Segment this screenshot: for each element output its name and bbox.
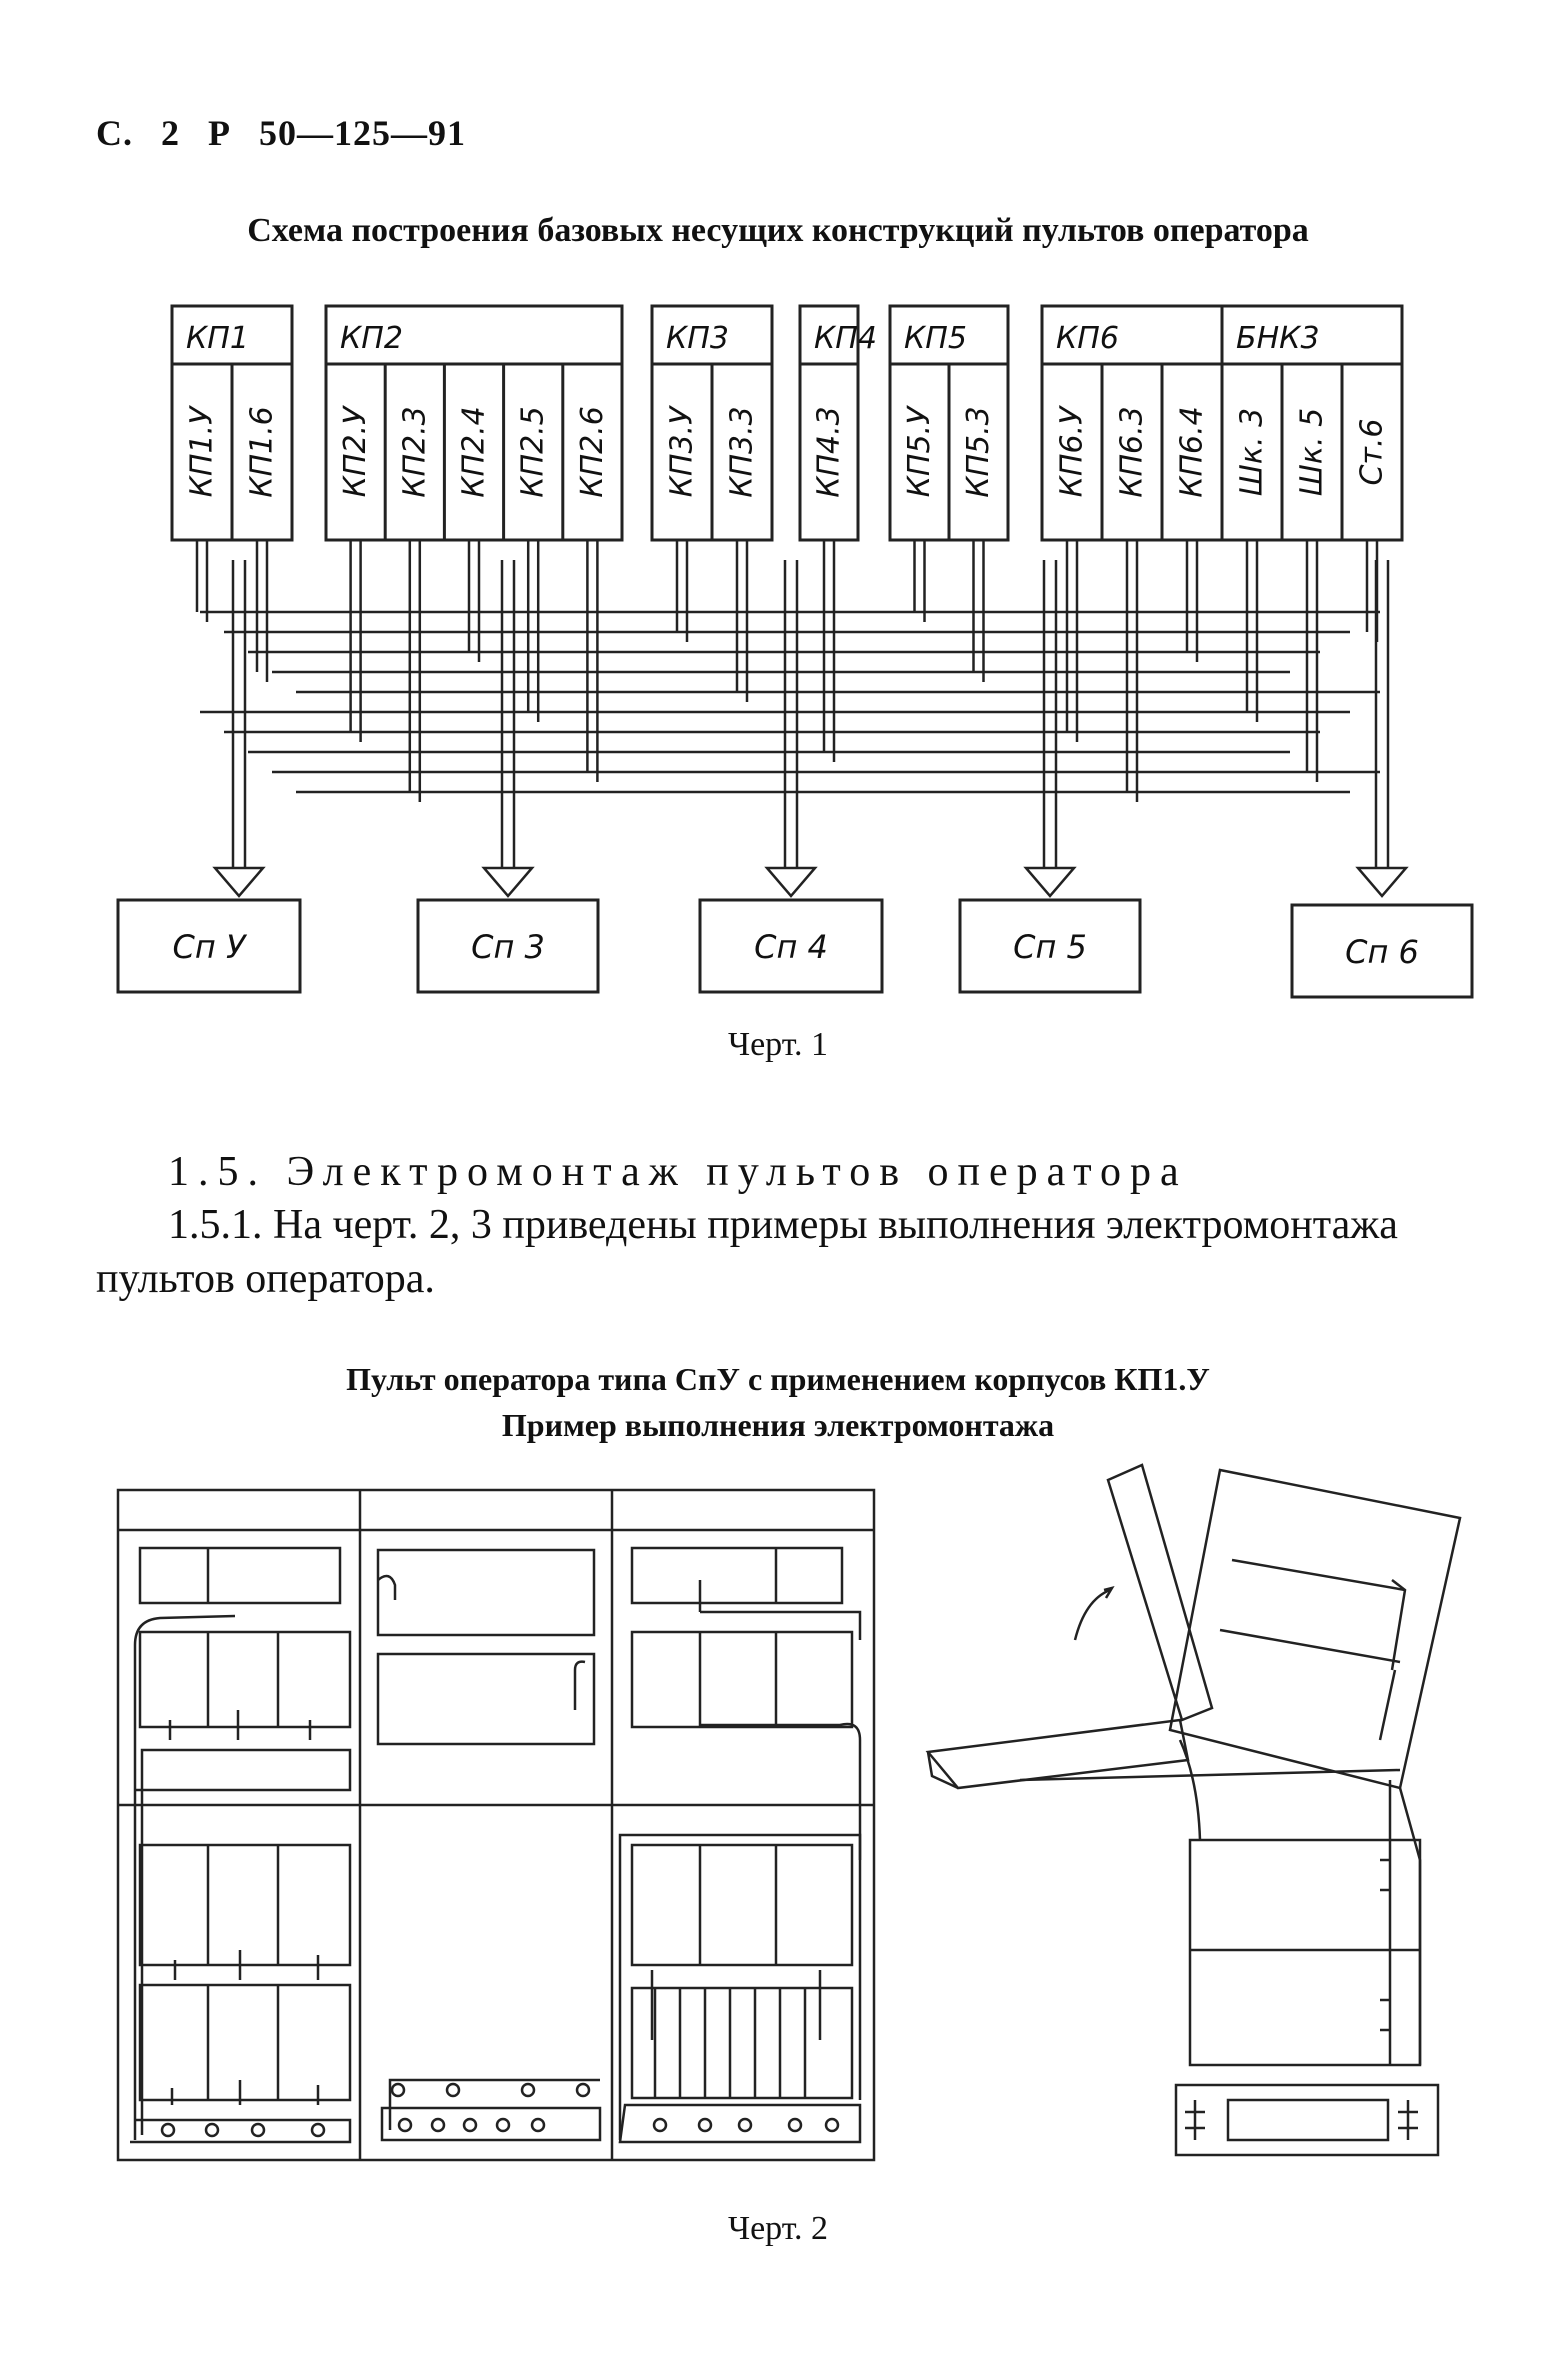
group-box (798, 304, 860, 542)
arrow-down-icon (764, 866, 818, 898)
module-label: КП5.У (902, 405, 937, 497)
module-label: КП4.3 (812, 406, 847, 498)
side-view-console (925, 1463, 1462, 2157)
figure2-title-line2: Пример выполнения электромонтажа (501, 1407, 1055, 1443)
module-label: КП2.5 (516, 406, 551, 498)
module-label: КП5.3 (961, 406, 996, 498)
output-label: Сп 5 (1013, 928, 1087, 966)
module-label: КП3.У (665, 405, 700, 497)
group-name: БНК3 (1236, 321, 1320, 356)
figure1-caption: Черт. 1 (727, 1026, 829, 1063)
module-label: КП1.У (185, 405, 220, 497)
arrow-down-icon (1023, 866, 1077, 898)
module-label: КП2.У (338, 405, 373, 497)
figure2-title: Пульт оператора типа СпУ с применением к… (0, 1356, 1556, 1448)
output-box (698, 898, 884, 994)
doc-prefix: Р (208, 113, 231, 153)
section-paragraph: 1.5.1. На черт. 2, 3 приведены примеры в… (96, 1198, 1496, 1306)
group-name: КП5 (904, 321, 967, 356)
module-label: КП2.3 (397, 406, 432, 498)
arrow-down-icon (1355, 866, 1409, 898)
arrow-down-icon (481, 866, 535, 898)
figure2-drawing (116, 1463, 1462, 2162)
section-title: 1.5. Электромонтаж пультов оператора (168, 1149, 1188, 1195)
output-4: Сп 5 (958, 560, 1142, 994)
figure2-title-line1: Пульт оператора типа СпУ с применением к… (346, 1361, 1210, 1397)
arrow-down-icon (212, 866, 266, 898)
module-label: КП6.4 (1175, 406, 1210, 498)
output-5: Сп 6 (1290, 560, 1474, 999)
module-label: КП3.3 (725, 406, 760, 498)
module-label: Шк. 3 (1235, 408, 1270, 496)
module-label: Ст.6 (1355, 418, 1390, 485)
group-name: КП4 (814, 321, 877, 356)
group-box (1220, 304, 1404, 542)
figure2-caption: Черт. 2 (727, 2210, 829, 2247)
module-label: КП2.4 (457, 406, 492, 498)
module-label: КП6.У (1055, 405, 1090, 497)
output-box (958, 898, 1142, 994)
doc-code: 50—125—91 (259, 113, 466, 153)
module-label: КП1.6 (245, 406, 280, 498)
group-name: КП3 (666, 321, 729, 356)
output-box (1290, 903, 1474, 999)
output-label: Сп 3 (471, 928, 545, 966)
group-name: КП1 (186, 321, 249, 356)
page-label: С. (96, 113, 133, 153)
front-view-console (116, 1488, 876, 2162)
output-1: Сп У (116, 560, 302, 994)
module-label: КП2.6 (575, 406, 610, 498)
output-label: Сп 6 (1345, 933, 1419, 971)
figure1-title: Схема построения базовых несущих констру… (247, 212, 1309, 249)
output-3: Сп 4 (698, 560, 884, 994)
module-label: КП6.3 (1115, 406, 1150, 498)
output-label: Сп У (173, 928, 248, 966)
group-name: КП6 (1056, 321, 1119, 356)
output-2: Сп 3 (416, 560, 600, 994)
page-number: 2 (161, 113, 180, 153)
module-label: Шк. 5 (1295, 408, 1330, 496)
output-box (416, 898, 600, 994)
output-box (116, 898, 302, 994)
output-label: Сп 4 (754, 928, 828, 966)
group-box (324, 304, 624, 542)
group-name: КП2 (340, 321, 403, 356)
paragraph-text: 1.5.1. На черт. 2, 3 приведены примеры в… (96, 1202, 1398, 1302)
